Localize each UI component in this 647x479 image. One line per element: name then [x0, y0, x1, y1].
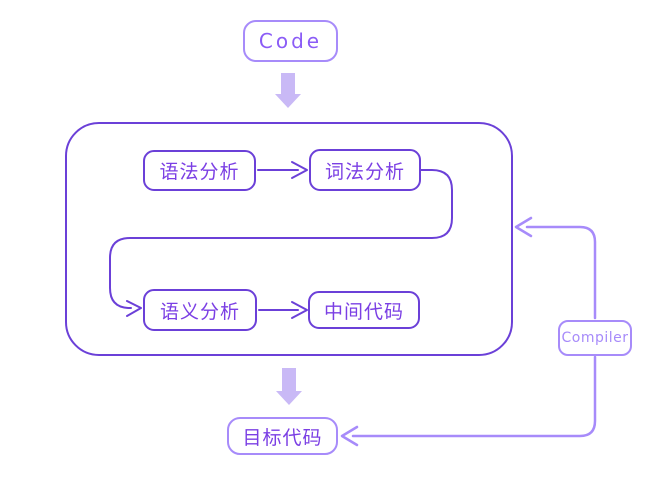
node-compiler-label: Compiler [561, 330, 629, 346]
compiler-container[interactable] [65, 122, 513, 356]
node-code[interactable]: Code [243, 20, 338, 62]
arrowhead-compiler-to-container [514, 216, 533, 238]
node-lexical-analysis-label: 词法分析 [324, 160, 405, 183]
thick-arrow-container-to-target[interactable] [276, 368, 302, 405]
arrow-compiler-to-target[interactable] [351, 355, 597, 438]
arrow-compiler-to-container[interactable] [525, 225, 597, 320]
arrowhead-compiler-to-target [340, 425, 359, 447]
arrowhead-syntax-to-lexical [291, 161, 308, 179]
thick-arrow-code-to-container[interactable] [275, 73, 301, 108]
node-intermediate-code[interactable]: 中间代码 [308, 291, 420, 329]
node-semantic-analysis-label: 语义分析 [159, 300, 240, 323]
node-syntax-analysis-label: 语法分析 [159, 161, 240, 183]
node-compiler[interactable]: Compiler [558, 320, 632, 356]
node-code-label: Code [258, 29, 323, 53]
arrowhead-lexical-to-semantic [126, 300, 142, 317]
node-intermediate-code-label: 中间代码 [323, 300, 404, 323]
arrow-lexical-to-semantic[interactable] [109, 169, 453, 309]
node-syntax-analysis[interactable]: 语法分析 [143, 150, 256, 191]
node-target-code[interactable]: 目标代码 [227, 417, 338, 455]
node-lexical-analysis[interactable]: 词法分析 [309, 149, 421, 191]
node-target-code-label: 目标代码 [242, 426, 323, 449]
node-semantic-analysis[interactable]: 语义分析 [143, 289, 257, 331]
arrowhead-semantic-to-intermediate [291, 301, 308, 319]
